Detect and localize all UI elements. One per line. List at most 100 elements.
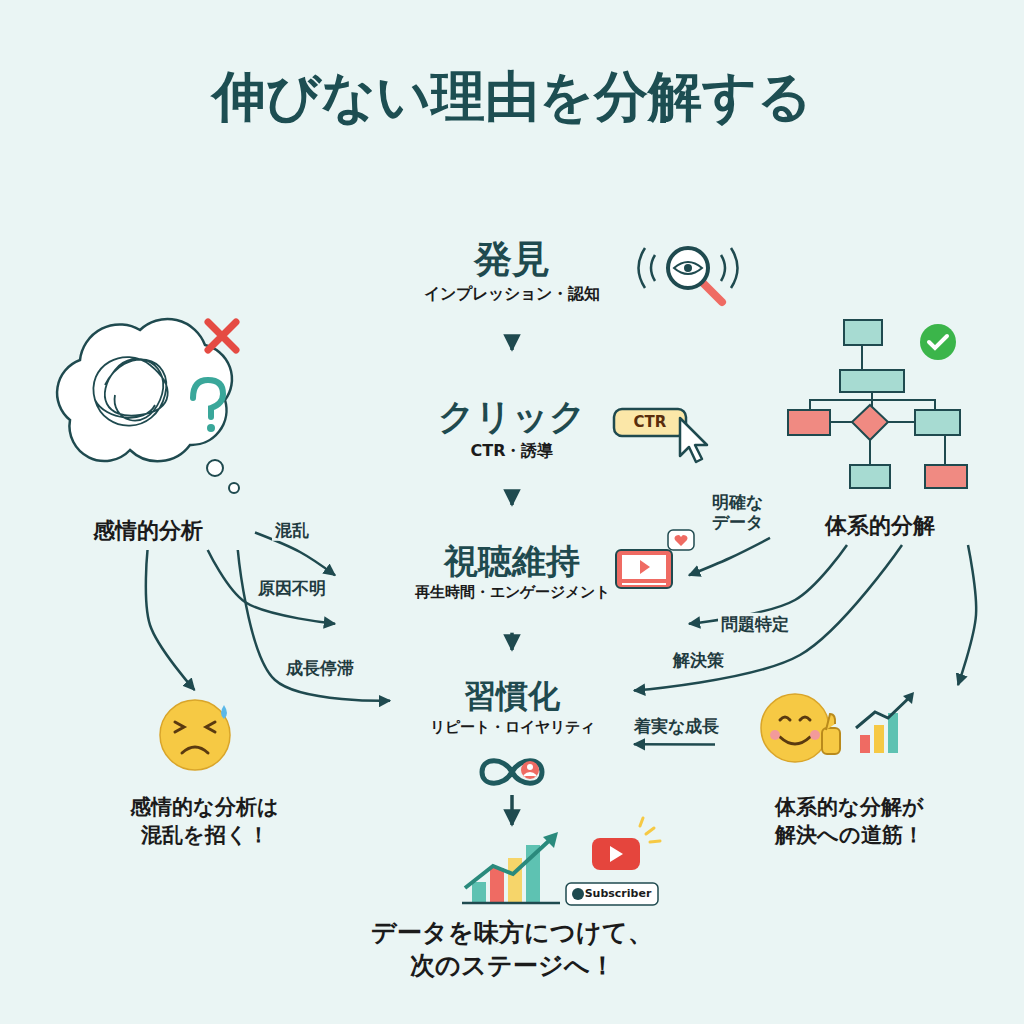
- background-decoration: [205, 901, 232, 930]
- ctr-button-icon: [680, 418, 707, 462]
- video-player-icon: [616, 530, 694, 588]
- eye-magnifier-icon: [668, 248, 708, 288]
- tangled-thought-cloud: [229, 483, 239, 493]
- growth-chart-icon: [462, 902, 560, 905]
- eye-magnifier-icon: [639, 248, 738, 288]
- funnel-band-rim: [335, 505, 689, 541]
- badge-label: Subscriber: [585, 887, 652, 900]
- background-decoration: [0, 130, 120, 280]
- sad-face-icon: [182, 747, 208, 753]
- flow-arrow: [689, 538, 770, 575]
- flow-arrow: [208, 550, 335, 624]
- stage-name: 習慣化: [464, 676, 560, 718]
- annotation-group: 感情的な分析は 混乱を招く！: [100, 690, 310, 855]
- background-decoration: [982, 819, 1024, 935]
- tangled-thought-cloud: [207, 460, 223, 476]
- stage-name: 視聴維持: [444, 539, 580, 583]
- flowchart-icon: [788, 320, 967, 488]
- funnel-stage: 習慣化リピート・ロイヤリティ: [390, 650, 634, 795]
- annotation-group: 体系的分解: [770, 310, 990, 545]
- edge-label: 混乱: [272, 519, 312, 541]
- flowchart-icon: [788, 410, 830, 435]
- growth-chart-icon: [640, 818, 660, 842]
- flowchart-icon: [925, 465, 967, 488]
- edge-label: 成長停滞: [283, 657, 357, 679]
- sad-face-icon: [221, 705, 227, 719]
- annotation-group: データを味方につけて、 次のステージへ！: [330, 825, 694, 990]
- smiley-growth-icon: [888, 713, 898, 753]
- ctr-button-icon: [614, 409, 707, 462]
- background-decoration: [60, 971, 196, 1024]
- flow-arrow: [958, 545, 976, 685]
- funnel-stage: クリックCTR・誘導: [280, 350, 744, 492]
- tangled-thought-cloud: [193, 380, 223, 417]
- smiley-growth-icon: [761, 694, 829, 762]
- background-decoration: [300, 0, 430, 50]
- video-player-icon: [622, 583, 666, 585]
- eye-magnifier-icon: [684, 264, 692, 272]
- button-label: CTR: [634, 413, 667, 431]
- background-decoration: [880, 968, 1024, 1010]
- funnel-stage: 視聴維持再生時間・エンゲージメント: [335, 505, 689, 633]
- flowchart-icon: [929, 336, 947, 348]
- video-player-icon: [675, 535, 688, 546]
- smiley-growth-icon: [780, 737, 810, 744]
- tangled-thought-cloud: [57, 319, 232, 461]
- sad-face-icon: [175, 722, 215, 732]
- growth-chart-icon: [462, 818, 660, 905]
- flow-arrow: [634, 545, 902, 691]
- growth-chart-icon: [572, 888, 584, 900]
- flowchart-icon: [852, 405, 888, 440]
- callout-text: 体系的な分解が 解決への道筋！: [772, 794, 927, 849]
- funnel-band-rim: [280, 350, 744, 386]
- approach-heading: 体系的分解: [825, 512, 935, 541]
- closing-message: データを味方につけて、 次のステージへ！: [370, 917, 655, 982]
- loop-icon: [524, 773, 536, 776]
- growth-chart-icon: [543, 832, 558, 848]
- video-player-icon: [616, 550, 672, 588]
- growth-chart-icon: [465, 838, 552, 888]
- callout-text: 感情的な分析は 混乱を招く！: [127, 794, 282, 849]
- sad-face-icon: [160, 700, 230, 770]
- funnel-band-body: [280, 350, 744, 492]
- eye-magnifier-icon: [674, 262, 702, 274]
- funnel-stage: 発見インプレッション・認知: [225, 185, 799, 335]
- edge-label: 明確な データ: [706, 491, 770, 534]
- funnel-band-body: [335, 505, 689, 633]
- video-player-icon: [622, 555, 666, 579]
- tangled-thought-cloud: [93, 357, 167, 426]
- stage-metric: 再生時間・エンゲージメント: [415, 583, 610, 603]
- background-decoration: [0, 799, 56, 877]
- background-decoration: [880, 9, 1024, 42]
- loop-icon: [527, 764, 533, 770]
- background-decoration: [870, 60, 1024, 210]
- page-title: 伸びない理由を分解する: [0, 62, 1024, 132]
- flowchart-icon: [844, 320, 882, 345]
- flow-arrow: [510, 633, 514, 650]
- smiley-growth-icon: [761, 692, 914, 762]
- flow-arrow: [634, 743, 715, 746]
- loop-icon: [482, 761, 542, 784]
- growth-chart-icon: [472, 882, 486, 902]
- loop-icon: [482, 761, 542, 784]
- smiley-growth-icon: [780, 717, 810, 720]
- background-decoration: [0, 78, 200, 129]
- tangled-thought-cloud: [207, 424, 215, 432]
- ctr-button-icon: [614, 409, 686, 436]
- flow-arrow: [510, 335, 514, 350]
- smiley-growth-icon: [903, 692, 914, 704]
- background-decoration: [930, 215, 952, 240]
- annotation-group: 感情的分析: [40, 300, 255, 550]
- video-player-icon: [668, 530, 694, 550]
- background-decoration: [850, 890, 1024, 1024]
- flow-arrow: [238, 550, 390, 701]
- funnel-band-body: [225, 185, 799, 335]
- growth-chart-icon: [508, 858, 522, 902]
- funnel-band-rim: [225, 185, 799, 221]
- video-player-icon: [640, 560, 650, 574]
- growth-chart-icon: [610, 846, 623, 862]
- smiley-growth-icon: [874, 725, 884, 753]
